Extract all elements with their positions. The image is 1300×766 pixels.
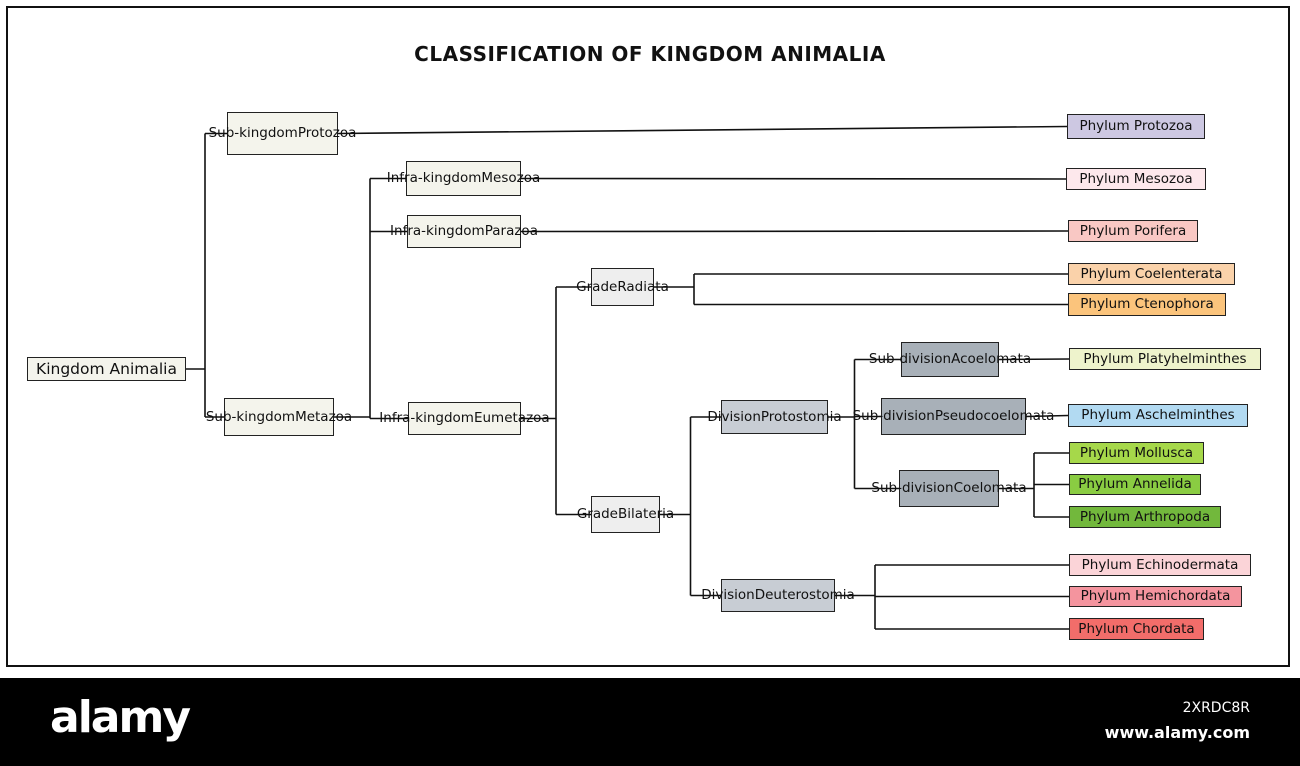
connector-11 [520, 230, 1069, 233]
node-phylum-platyhelminthes: Phylum Platyhelminthes [1069, 348, 1261, 370]
node-phylum-echinodermata: Phylum Echinodermata [1069, 554, 1251, 576]
diagram-title: CLASSIFICATION OF KINGDOM ANIMALIA [414, 42, 886, 66]
node-phylum-chordata: Phylum Chordata [1069, 618, 1204, 640]
node-phylum-arthropoda: Phylum Arthropoda [1069, 506, 1221, 528]
node-phylum-mesozoa: Phylum Mesozoa [1066, 168, 1206, 190]
connector-4 [337, 125, 1068, 135]
node-phylum-aschelminthes: Phylum Aschelminthes [1068, 404, 1248, 427]
brand-logo: alamy [50, 692, 191, 743]
node-phylum-annelida: Phylum Annelida [1069, 474, 1201, 495]
site-url: www.alamy.com [1104, 723, 1250, 742]
node-phylum-coelenterata: Phylum Coelenterata [1068, 263, 1235, 285]
image-id: 2XRDC8R [1182, 700, 1250, 716]
node-phylum-hemichordata: Phylum Hemichordata [1069, 586, 1242, 607]
node-phylum-porifera: Phylum Porifera [1068, 220, 1198, 242]
watermark-footer: alamy 2XRDC8R www.alamy.com [0, 678, 1300, 766]
node-phylum-ctenophora: Phylum Ctenophora [1068, 293, 1226, 316]
connector-29 [998, 358, 1070, 361]
node-kingdom-animalia: Kingdom Animalia [27, 357, 186, 381]
node-phylum-mollusca: Phylum Mollusca [1069, 442, 1204, 464]
connector-10 [520, 177, 1067, 180]
connector-30 [1025, 414, 1069, 418]
node-phylum-protozoa: Phylum Protozoa [1067, 114, 1205, 139]
